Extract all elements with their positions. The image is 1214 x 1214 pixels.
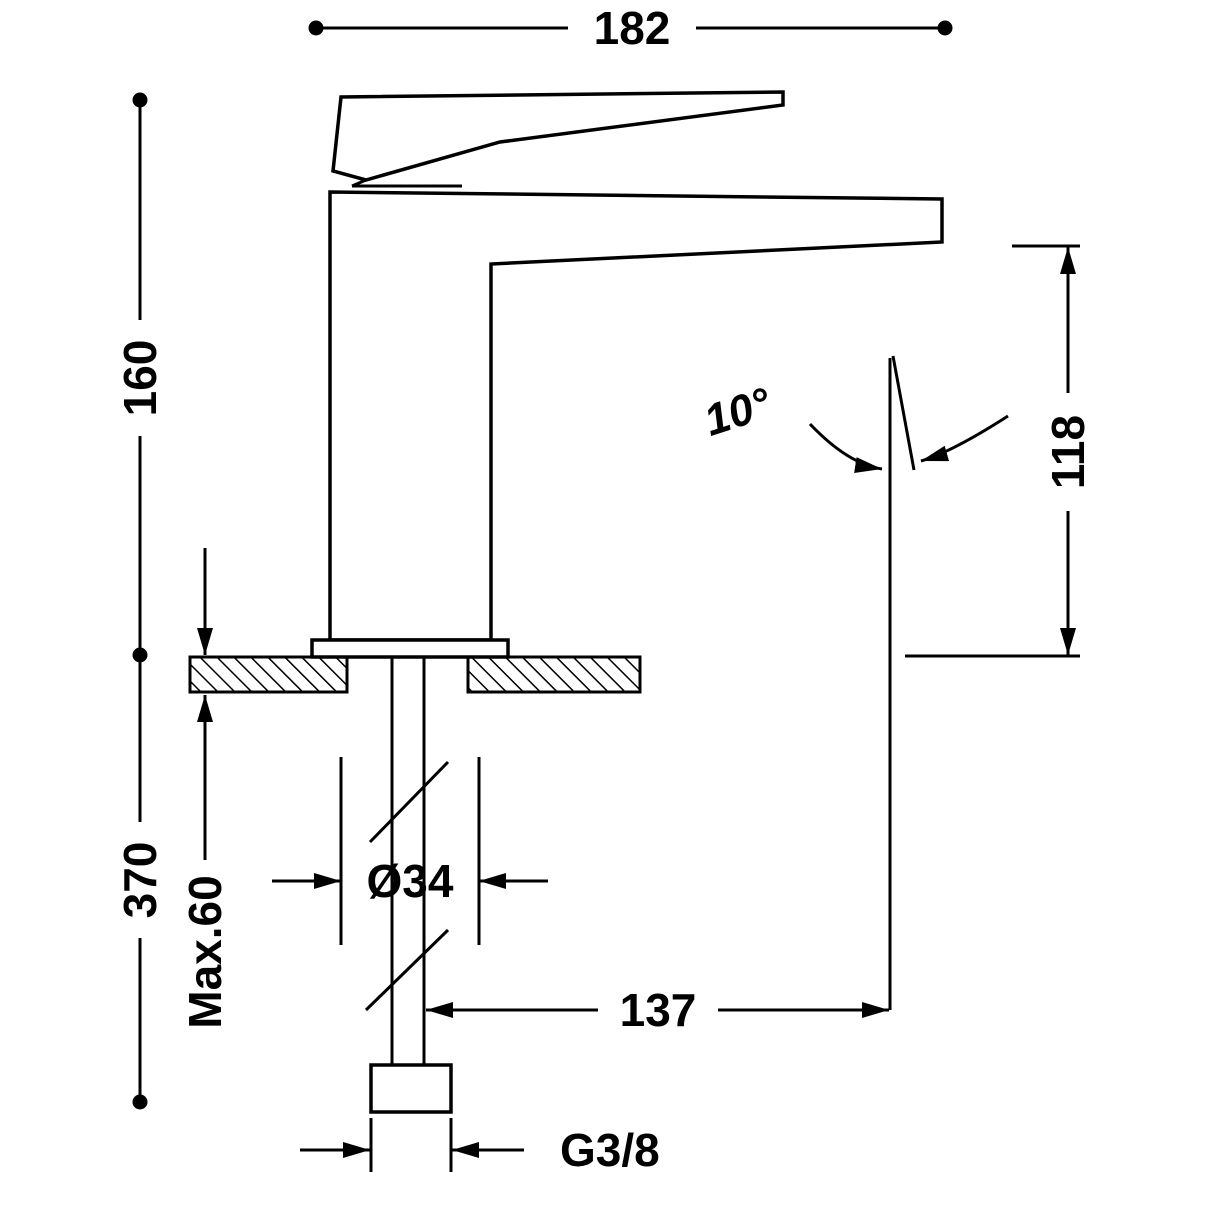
dimension-supply-thread: G3/8 xyxy=(300,1118,660,1176)
dim-label-spout-outlet-height: 118 xyxy=(1042,415,1094,489)
dim-label-below-deck: 370 xyxy=(114,842,166,919)
faucet-body-spout xyxy=(328,190,944,642)
countertop-right-section xyxy=(466,655,642,694)
countertop xyxy=(188,655,642,694)
countertop-left-section xyxy=(188,655,349,694)
faucet-outline xyxy=(310,90,944,659)
dimension-spout-outlet-height: 118 xyxy=(905,244,1094,658)
dimension-below-deck-length: 370 xyxy=(114,655,166,1110)
dimension-overall-width: 182 xyxy=(308,2,953,54)
dim-label-max-deck-thickness: Max.60 xyxy=(179,875,231,1028)
angle-label: 10° xyxy=(698,379,777,446)
supply-shank xyxy=(364,657,453,1114)
angle-arc-right xyxy=(920,414,1009,463)
dim-label-overall-width: 182 xyxy=(594,2,671,54)
shank-break-mark-upper xyxy=(368,760,450,844)
handle-base-notch xyxy=(351,178,367,188)
angle-arc-left xyxy=(808,422,883,473)
lever-handle xyxy=(331,90,785,182)
dimension-hole-diameter: Ø34 xyxy=(272,757,548,945)
dimension-height-above-deck: 160 xyxy=(114,92,166,663)
spout-angle-annotation: 10° xyxy=(698,355,1009,1010)
tilted-axis-line xyxy=(891,355,916,471)
base-flange xyxy=(310,638,510,659)
dim-label-height-above-deck: 160 xyxy=(114,340,166,417)
connection-nut xyxy=(369,1063,453,1114)
shank-break-mark-lower xyxy=(364,928,450,1012)
dimension-max-deck-thickness: Max.60 xyxy=(179,548,231,1029)
dim-label-spout-reach: 137 xyxy=(620,984,697,1036)
dim-label-hole-diameter: Ø34 xyxy=(367,855,454,907)
dim-label-supply-thread: G3/8 xyxy=(560,1124,660,1176)
dimension-spout-reach: 137 xyxy=(426,984,889,1036)
